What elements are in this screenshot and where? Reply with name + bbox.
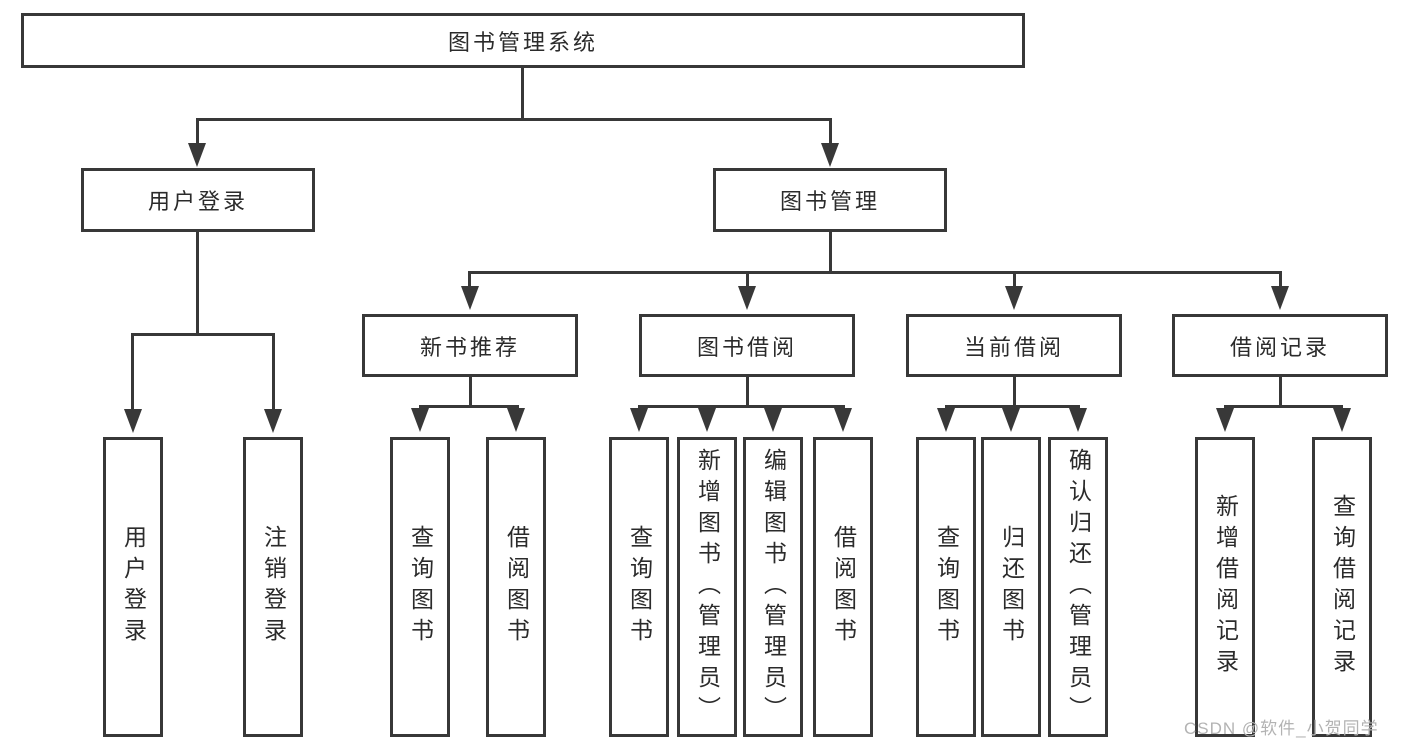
node-root: 图书管理系统 xyxy=(21,13,1025,68)
connector-line xyxy=(829,118,832,147)
connector-line xyxy=(1279,271,1282,289)
leaf-confirm-return-admin: 确认归还（管理员） xyxy=(1048,437,1108,737)
arrow-down-icon xyxy=(411,408,429,432)
arrow-down-icon xyxy=(937,408,955,432)
leaf-borrow-book-2: 借阅图书 xyxy=(813,437,873,737)
leaf-query-book-3: 查询图书 xyxy=(916,437,976,737)
arrow-down-icon xyxy=(264,409,282,433)
connector-line xyxy=(1013,377,1016,408)
connector-line xyxy=(521,66,524,121)
connector-line xyxy=(272,333,275,410)
connector-line xyxy=(1013,271,1016,289)
arrow-down-icon xyxy=(507,408,525,432)
leaf-add-book-admin: 新增图书（管理员） xyxy=(677,437,737,737)
node-book-borrow: 图书借阅 xyxy=(639,314,855,377)
leaf-return-book: 归还图书 xyxy=(981,437,1041,737)
arrow-down-icon xyxy=(124,409,142,433)
node-borrow-records: 借阅记录 xyxy=(1172,314,1388,377)
connector-line xyxy=(419,405,519,408)
arrow-down-icon xyxy=(1216,408,1234,432)
arrow-down-icon xyxy=(834,408,852,432)
arrow-down-icon xyxy=(1333,408,1351,432)
leaf-borrow-book-1: 借阅图书 xyxy=(486,437,546,737)
connector-line xyxy=(638,405,845,408)
leaf-logout: 注销登录 xyxy=(243,437,303,737)
connector-line xyxy=(468,271,1282,274)
node-current-borrow: 当前借阅 xyxy=(906,314,1122,377)
connector-line xyxy=(196,232,199,336)
leaf-query-book-1: 查询图书 xyxy=(390,437,450,737)
connector-line xyxy=(131,333,275,336)
arrow-down-icon xyxy=(764,408,782,432)
connector-line xyxy=(131,333,134,410)
leaf-user-login: 用户登录 xyxy=(103,437,163,737)
arrow-down-icon xyxy=(1271,286,1289,310)
connector-line xyxy=(1224,405,1343,408)
node-book-management: 图书管理 xyxy=(713,168,947,232)
arrow-down-icon xyxy=(461,286,479,310)
watermark: CSDN @软件_小贺同学 xyxy=(1184,719,1379,738)
connector-line xyxy=(1279,377,1282,408)
arrow-down-icon xyxy=(1002,408,1020,432)
leaf-query-book-2: 查询图书 xyxy=(609,437,669,737)
leaf-query-borrow-record: 查询借阅记录 xyxy=(1312,437,1372,737)
arrow-down-icon xyxy=(1005,286,1023,310)
node-user-login: 用户登录 xyxy=(81,168,315,232)
connector-line xyxy=(468,271,471,289)
connector-line xyxy=(469,377,472,408)
arrow-down-icon xyxy=(1069,408,1087,432)
connector-line xyxy=(746,271,749,289)
connector-line xyxy=(196,118,832,121)
arrow-down-icon xyxy=(188,143,206,167)
leaf-add-borrow-record: 新增借阅记录 xyxy=(1195,437,1255,737)
connector-line xyxy=(196,118,199,147)
arrow-down-icon xyxy=(630,408,648,432)
connector-line xyxy=(829,232,832,274)
arrow-down-icon xyxy=(821,143,839,167)
arrow-down-icon xyxy=(738,286,756,310)
connector-line xyxy=(945,405,1080,408)
arrow-down-icon xyxy=(698,408,716,432)
leaf-edit-book-admin: 编辑图书（管理员） xyxy=(743,437,803,737)
connector-line xyxy=(746,377,749,408)
node-new-book-recommend: 新书推荐 xyxy=(362,314,578,377)
